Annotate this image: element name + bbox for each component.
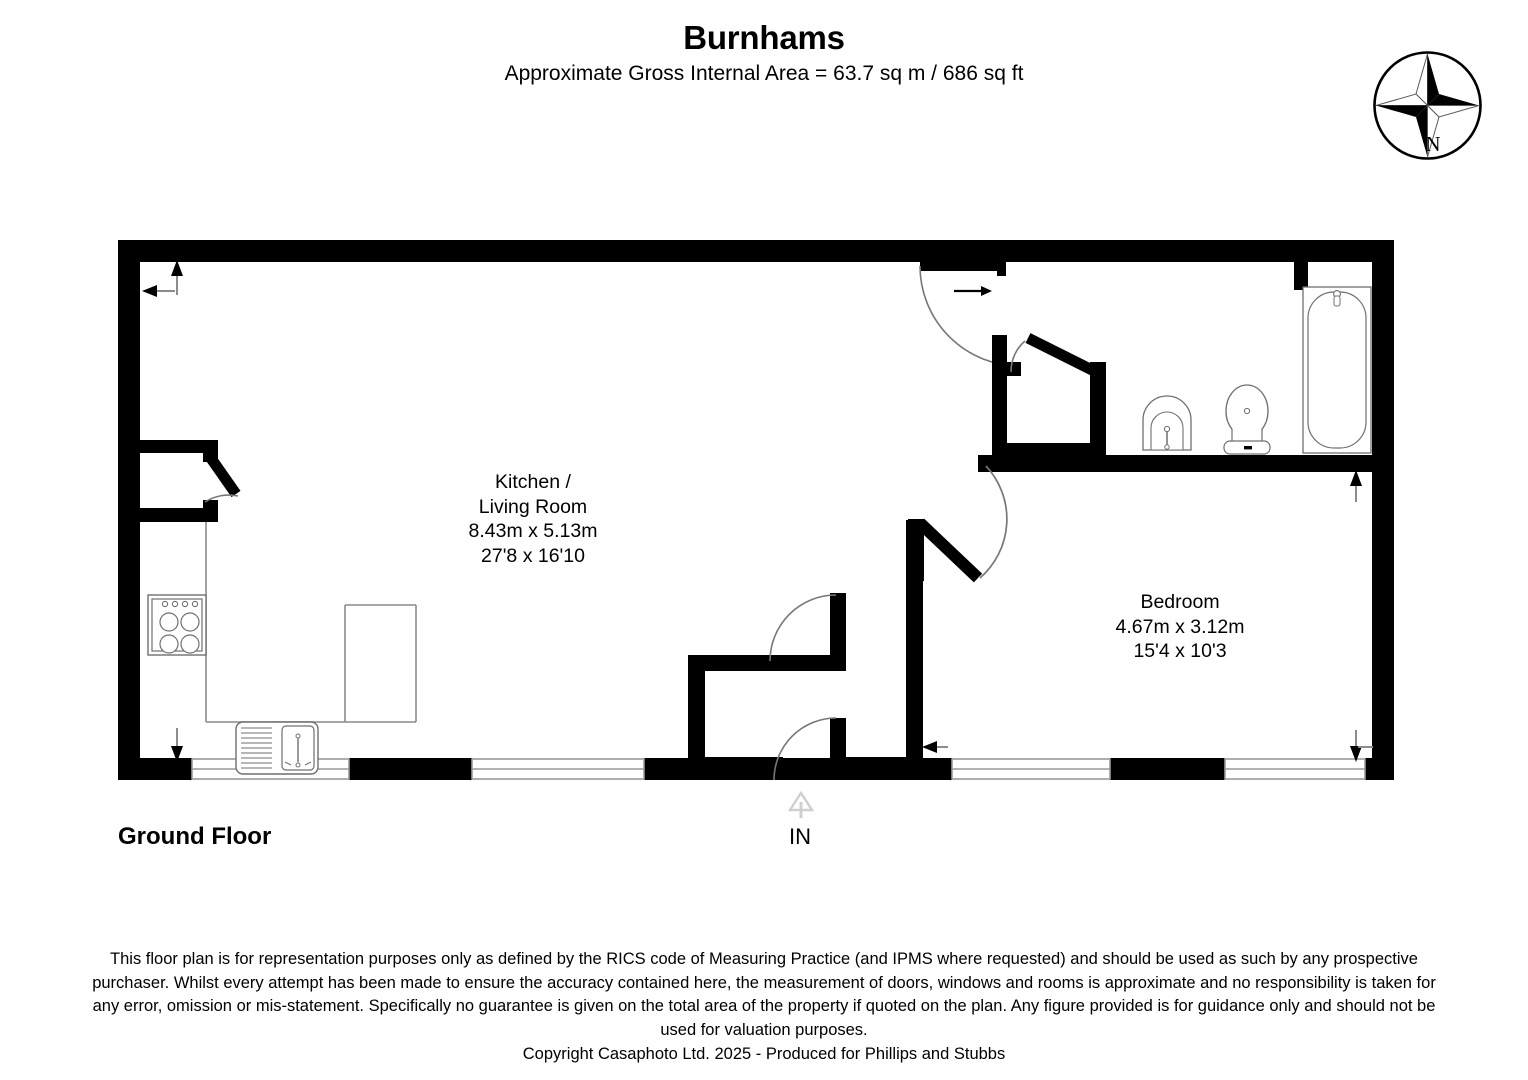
- cupboard-closet: [992, 333, 1106, 457]
- toilet-wc-icon: [1223, 384, 1271, 455]
- arrow-up-icon: [787, 790, 815, 818]
- room-dimensions-imperial: 27'8 x 16'10: [481, 544, 585, 567]
- interior-walls: [688, 455, 1394, 773]
- room-dimensions-metric: 4.67m x 3.12m: [1115, 615, 1245, 638]
- compass-north-label: N: [1425, 132, 1441, 156]
- compass-rose-icon: [1373, 51, 1482, 160]
- disclaimer-text: This floor plan is for representation pu…: [92, 950, 1436, 1039]
- hall-opening-south: [773, 717, 837, 781]
- footer-disclaimer: This floor plan is for representation pu…: [80, 948, 1448, 1067]
- dimension-arrows: [142, 260, 1388, 762]
- kitchen-external-door: [140, 440, 241, 522]
- room-label-bedroom: Bedroom 4.67m x 3.12m 15'4 x 10'3: [1065, 590, 1295, 664]
- room-dimensions-imperial: 15'4 x 10'3: [1133, 640, 1227, 662]
- kitchen-counter-outline: [205, 522, 417, 723]
- hob-cooker-icon: [147, 594, 207, 656]
- gross-internal-area: Approximate Gross Internal Area = 63.7 s…: [504, 62, 1024, 85]
- exterior-walls: [118, 240, 1394, 780]
- bathtub-icon: [1302, 286, 1372, 454]
- room-name-line-1: Bedroom: [1140, 591, 1220, 613]
- top-wall-details: [920, 262, 1308, 290]
- bedroom-door: [908, 465, 1008, 583]
- room-name-line-2: Living Room: [478, 495, 588, 518]
- room-dimensions-metric: 8.43m x 5.13m: [468, 520, 598, 542]
- hall-opening-north: [769, 594, 837, 662]
- plan-header: Burnhams Approximate Gross Internal Area…: [0, 18, 1528, 88]
- copyright-text: Copyright Casaphoto Ltd. 2025 - Produced…: [522, 1045, 1006, 1063]
- sink-with-drainer-icon: [235, 721, 319, 775]
- floor-level-label: Ground Floor: [118, 823, 272, 850]
- room-label-kitchen-living-room: Kitchen / Living Room 8.43m x 5.13m 27'8…: [418, 470, 648, 568]
- room-name-line-1: Kitchen /: [495, 471, 571, 493]
- page-title: Burnhams: [683, 19, 845, 56]
- entrance-in-label: IN: [789, 824, 811, 849]
- wash-basin-icon: [1142, 395, 1192, 451]
